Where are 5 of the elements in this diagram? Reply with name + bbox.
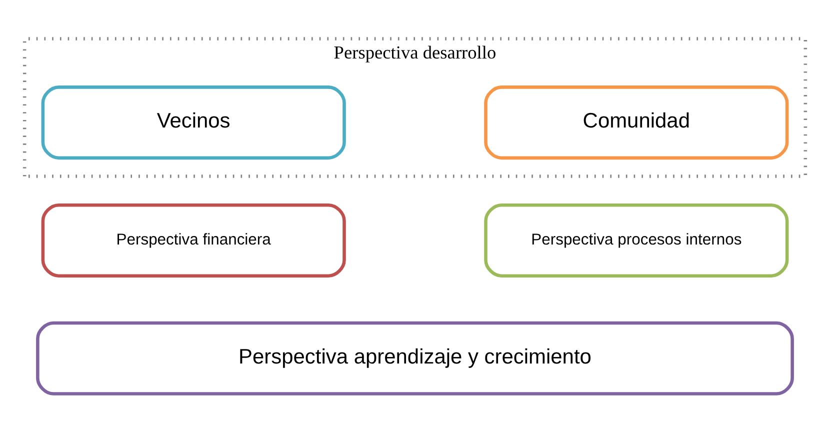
node-box: Comunidad <box>484 85 789 160</box>
node-box: Perspectiva aprendizaje y crecimiento <box>36 320 794 395</box>
node-box: Perspectiva financiera <box>41 202 346 277</box>
node-box: Perspectiva procesos internos <box>484 202 789 277</box>
node-box: Vecinos <box>41 85 346 160</box>
